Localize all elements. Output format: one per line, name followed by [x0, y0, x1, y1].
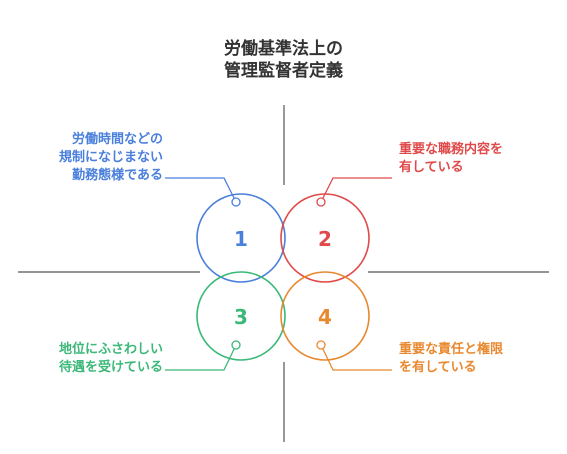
connector-dot-3	[231, 340, 241, 350]
number-4: 4	[318, 305, 332, 329]
connector-2	[320, 177, 392, 203]
label-2: 重要な職務内容を 有している	[399, 141, 503, 177]
label-4-line-1: 重要な責任と権限	[399, 342, 504, 357]
circle-1	[196, 193, 286, 283]
label-1-line-2: 規制になじまない	[58, 150, 163, 165]
title-line-2: 管理監督者定義	[224, 61, 343, 81]
number-1: 1	[234, 227, 248, 251]
connector-1	[165, 177, 237, 203]
diagram-title: 労働基準法上の 管理監督者定義	[0, 38, 567, 82]
number-3: 3	[234, 305, 248, 329]
label-3-line-1: 地位にふさわしい	[58, 342, 163, 357]
label-1-line-3: 勤務態様である	[72, 168, 163, 183]
connector-4	[320, 344, 392, 371]
label-4-line-2: を有している	[399, 360, 477, 375]
label-4: 重要な責任と権限 を有している	[399, 341, 503, 377]
circle-4	[280, 271, 370, 361]
connector-3	[165, 344, 237, 371]
label-2-line-1: 重要な職務内容を	[399, 142, 504, 157]
label-2-line-2: 有している	[399, 160, 464, 175]
circle-3	[196, 271, 286, 361]
connector-dot-1	[231, 197, 241, 207]
label-3: 地位にふさわしい 待遇を受けている	[59, 341, 163, 377]
connector-dot-2	[316, 197, 326, 207]
label-3-line-2: 待遇を受けている	[58, 360, 163, 375]
number-2: 2	[318, 227, 332, 251]
label-1: 労働時間などの 規制になじまない 勤務態様である	[59, 131, 163, 185]
connector-dot-4	[316, 340, 326, 350]
title-line-1: 労働基準法上の	[224, 39, 343, 59]
label-1-line-1: 労働時間などの	[71, 132, 163, 147]
